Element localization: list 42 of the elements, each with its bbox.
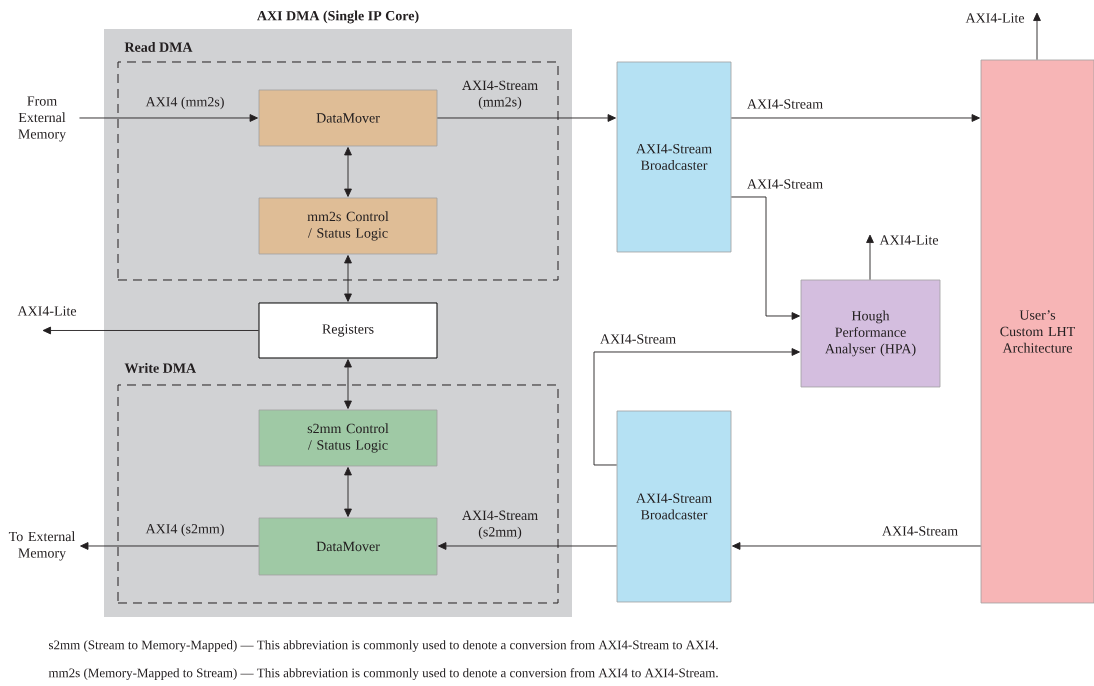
edge-label: AXI4-Stream bbox=[882, 526, 958, 536]
arrow bbox=[344, 147, 352, 197]
node-label: AXI DMA (Single IP Core) bbox=[257, 10, 419, 24]
node-label: Read DMA bbox=[124, 42, 193, 52]
process-box: AXI4-Stream Broadcaster bbox=[616, 410, 732, 603]
footnote: s2mm (Stream to Memory-Mapped) — This abbreviation is commonly used to denote a conversion from AXI4-Stream to AXI4. bbox=[49, 640, 718, 652]
arrow bbox=[42, 326, 259, 335]
port-label: To External Memory bbox=[8, 531, 76, 561]
edge-label: AXI4 (mm2s) bbox=[145, 96, 224, 110]
process-box: DataMover bbox=[258, 89, 438, 147]
bent-arrow bbox=[1033, 12, 1041, 61]
arrow bbox=[438, 542, 618, 550]
edge-label: AXI4-Stream bbox=[747, 99, 823, 109]
edge-label: AXI4-Stream bbox=[747, 179, 823, 189]
footnote: mm2s (Memory-Mapped to Stream) — This abbreviation is commonly used to denote a conversion from AXI4 to AXI4-Stream. bbox=[48, 668, 718, 680]
process-box: s2mm Control / Status Logic bbox=[258, 409, 438, 467]
bent-arrow bbox=[593, 348, 800, 466]
edge-label: AXI4-Lite bbox=[17, 306, 77, 316]
process-box: User’s Custom LHT Architecture bbox=[980, 59, 1094, 604]
edge-label: AXI4-Stream bbox=[600, 334, 676, 344]
arrow bbox=[730, 114, 980, 122]
bent-arrow bbox=[730, 196, 800, 320]
process-box: DataMover bbox=[258, 517, 438, 576]
arrow bbox=[732, 542, 982, 550]
node-label: Write DMA bbox=[124, 363, 197, 373]
process-box: mm2s Control / Status Logic bbox=[258, 197, 438, 255]
port-label: From External Memory bbox=[18, 96, 67, 142]
arrow bbox=[344, 359, 352, 409]
process-box: AXI4-Stream Broadcaster bbox=[616, 61, 732, 253]
arrow bbox=[80, 542, 260, 550]
edge-label: AXI4-Lite bbox=[965, 13, 1025, 23]
arrow bbox=[344, 255, 352, 302]
arrow bbox=[344, 467, 352, 517]
edge-label: AXI4-Lite bbox=[879, 235, 939, 245]
process-box: Registers bbox=[258, 302, 438, 359]
edge-label: AXI4-Stream (s2mm) bbox=[462, 510, 538, 540]
edge-label: AXI4 (s2mm) bbox=[145, 523, 224, 537]
arrow bbox=[79, 114, 258, 122]
process-box: Hough Performance Analyser (HPA) bbox=[800, 279, 941, 388]
bent-arrow bbox=[866, 234, 874, 281]
arrow bbox=[436, 114, 616, 122]
edge-label: AXI4-Stream (mm2s) bbox=[462, 80, 538, 110]
